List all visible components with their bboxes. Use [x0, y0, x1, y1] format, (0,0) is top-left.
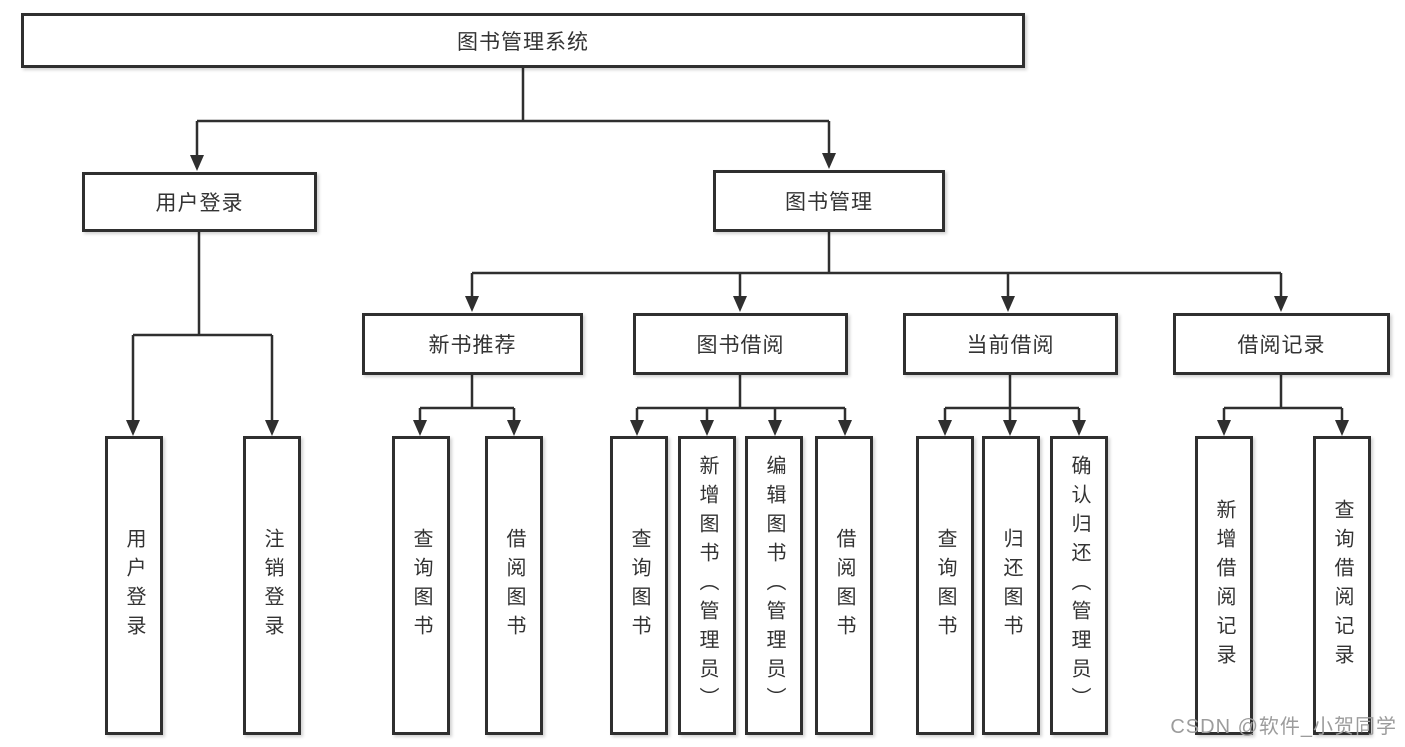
node-new-book-recommend: 新书推荐: [362, 313, 583, 375]
leaf-query-book: 查询图书: [916, 436, 974, 735]
leaf-query-borrow-record: 查询借阅记录: [1313, 436, 1371, 735]
leaf-borrow-book: 借阅图书: [485, 436, 543, 735]
node-label: 查询图书: [628, 527, 650, 644]
node-book-borrowing: 图书借阅: [633, 313, 848, 375]
node-label: 借阅图书: [833, 527, 855, 644]
node-book-management: 图书管理: [713, 170, 945, 232]
node-label: 图书管理: [785, 191, 873, 214]
leaf-add-book-admin: 新增图书（管理员）: [678, 436, 736, 735]
node-label: 用户登录: [123, 527, 145, 644]
node-current-borrowing: 当前借阅: [903, 313, 1118, 375]
leaf-query-book: 查询图书: [392, 436, 450, 735]
leaf-query-book: 查询图书: [610, 436, 668, 735]
csdn-watermark: CSDN @软件_小贺同学: [1170, 716, 1397, 738]
node-label: 归还图书: [1000, 527, 1022, 644]
leaf-user-login: 用户登录: [105, 436, 163, 735]
node-borrowing-records: 借阅记录: [1173, 313, 1390, 375]
leaf-borrow-book: 借阅图书: [815, 436, 873, 735]
leaf-logout: 注销登录: [243, 436, 301, 735]
node-label: 图书借阅: [696, 334, 785, 357]
node-label: 图书管理系统: [457, 30, 589, 54]
leaf-add-borrow-record: 新增借阅记录: [1195, 436, 1253, 735]
node-label: 新增图书（管理员）: [696, 455, 718, 716]
leaf-confirm-return-admin: 确认归还（管理员）: [1050, 436, 1108, 735]
node-label: 用户登录: [155, 192, 244, 215]
node-user-login: 用户登录: [82, 172, 317, 232]
node-label: 确认归还（管理员）: [1068, 455, 1090, 716]
node-label: 新增借阅记录: [1213, 498, 1235, 673]
node-label: 查询图书: [934, 527, 956, 644]
node-label: 查询图书: [410, 527, 432, 644]
node-label: 当前借阅: [966, 334, 1055, 357]
node-label: 注销登录: [261, 527, 283, 644]
node-label: 借阅记录: [1237, 334, 1326, 357]
node-label: 借阅图书: [503, 527, 525, 644]
node-label: 新书推荐: [428, 334, 517, 357]
node-library-management-system: 图书管理系统: [21, 13, 1025, 68]
tree-edges: [131, 68, 1344, 424]
leaf-return-book: 归还图书: [982, 436, 1040, 735]
node-label: 查询借阅记录: [1331, 498, 1353, 673]
node-label: 编辑图书（管理员）: [763, 455, 785, 716]
leaf-edit-book-admin: 编辑图书（管理员）: [745, 436, 803, 735]
